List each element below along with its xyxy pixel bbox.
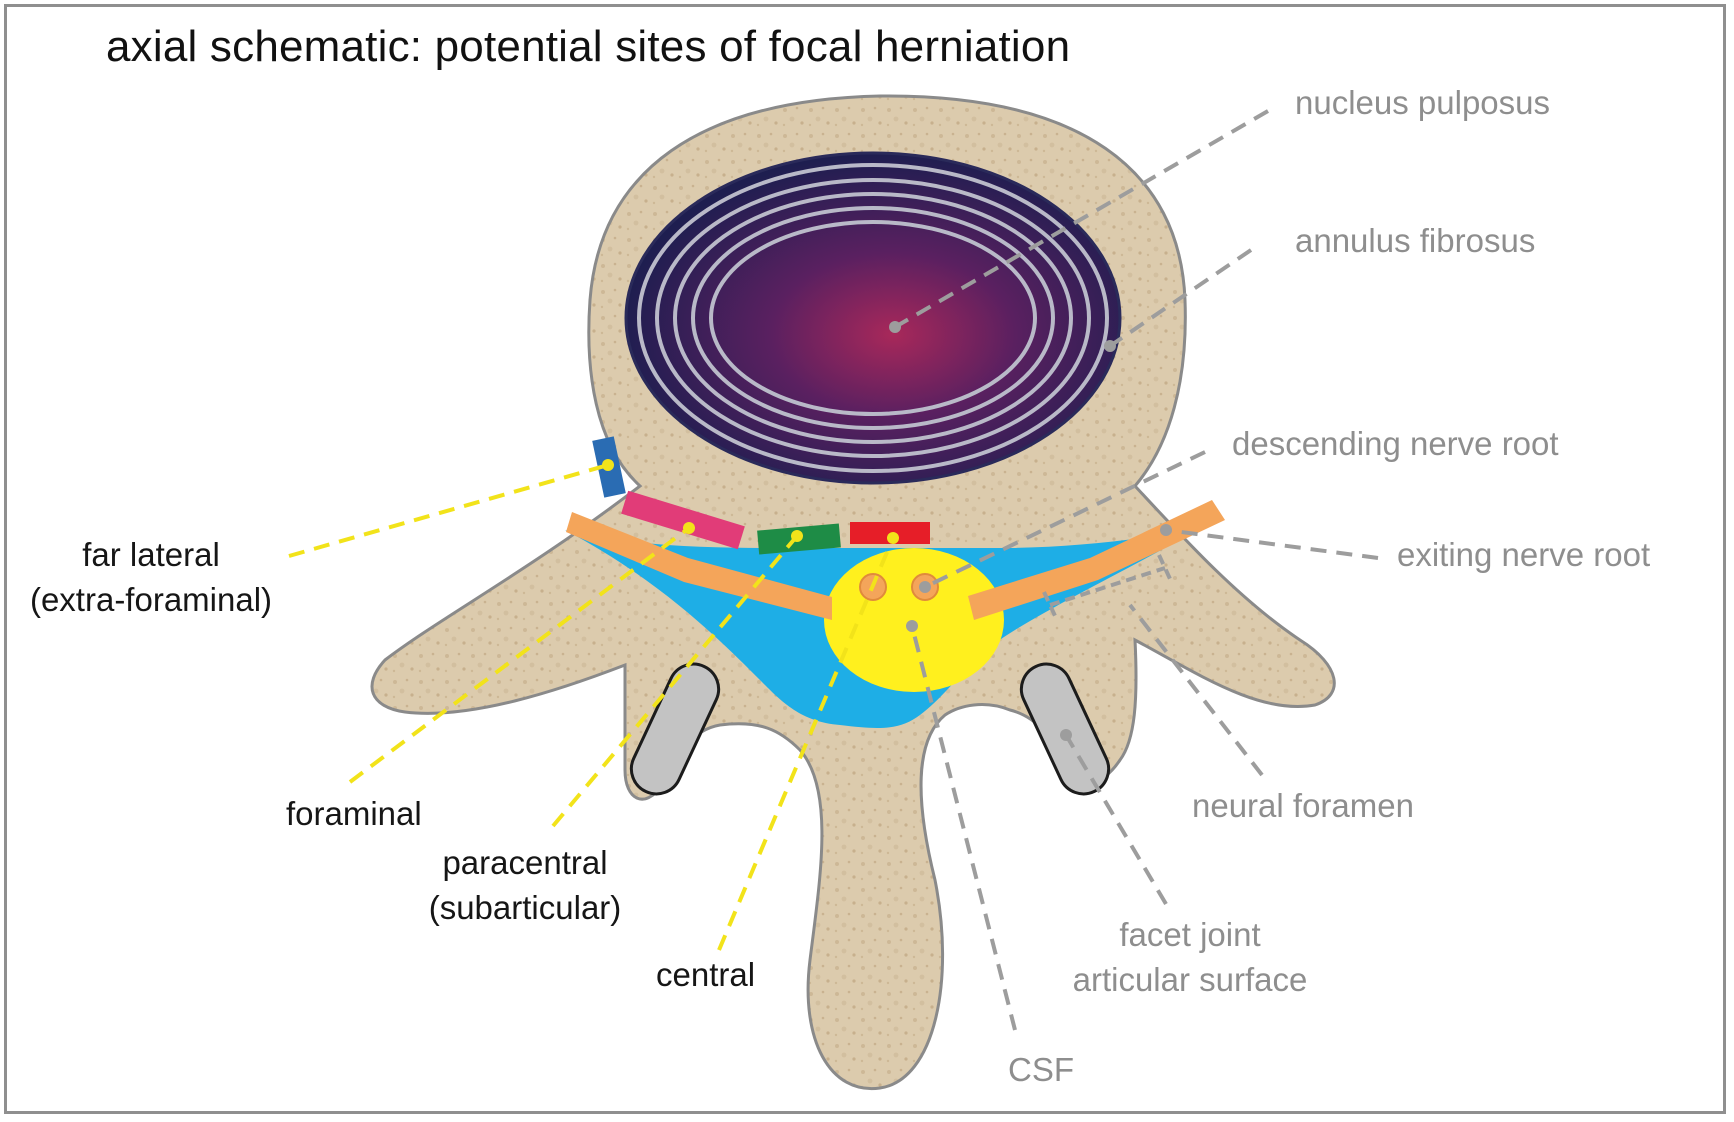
annulus-ring [637, 163, 1109, 473]
exiting-nerve-root-left [566, 512, 832, 620]
far-lateral-leader [288, 463, 609, 558]
far-lateral-leader-dot [602, 459, 614, 471]
facet-joint-label: facet joint articular surface [1050, 912, 1330, 1002]
foraminal-leader-dot [683, 522, 695, 534]
annulus-ring [709, 220, 1037, 416]
exiting-nerve-root-leader-dot [1160, 524, 1172, 536]
foraminal-leader [348, 526, 691, 784]
neural-foramen-label: neural foramen [1192, 787, 1414, 824]
csf-label: CSF [1008, 1051, 1074, 1088]
nucleus-pulposus-leader-dot [889, 321, 901, 333]
neural-foramen-bracket [1042, 554, 1173, 619]
foraminal-marker [621, 490, 745, 550]
annulus-fibrosus-leader [1108, 248, 1253, 348]
exiting-nerve-root-label: exiting nerve root [1397, 536, 1651, 573]
far-lateral-label-line2: (extra-foraminal) [29, 581, 273, 618]
nucleus-pulposus-leader [893, 109, 1270, 329]
annulus-fibrosus-leader-dot [1104, 340, 1116, 352]
facet-joint-right [1019, 662, 1111, 796]
facet-joint-leader [1064, 733, 1168, 906]
diagram-title: axial schematic: potential sites of foca… [106, 22, 1071, 71]
central-leader [717, 537, 895, 951]
facet-joint-left [629, 662, 721, 796]
facet-joint-label-line1: facet joint [1119, 916, 1261, 953]
facet-joint-leader-dot [1060, 729, 1072, 741]
disc-annulus [624, 151, 1122, 485]
paracentral-leader [551, 534, 799, 828]
central-leader-dot [887, 532, 899, 544]
far-lateral-label: far lateral (extra-foraminal) [16, 532, 286, 622]
foraminal-label: foraminal [286, 795, 422, 832]
neural-foramen-leader [1128, 603, 1264, 777]
descending-nerve-root-label: descending nerve root [1232, 425, 1559, 462]
descending-nerve-root-leader-dot [919, 581, 931, 593]
facet-joint-label-line2: articular surface [1072, 961, 1308, 998]
thecal-sac [824, 548, 1004, 692]
far-lateral-label-line1: far lateral [82, 536, 220, 573]
annulus-ring [655, 178, 1091, 458]
csf-leader [910, 625, 1017, 1031]
central-label: central [656, 956, 756, 993]
csf-leader-dot [906, 620, 918, 632]
paracentral-label-line2: (subarticular) [428, 889, 622, 926]
exiting-nerve-root-leader [1165, 528, 1379, 560]
paracentral-label-line1: paracentral [442, 844, 608, 881]
nucleus-pulposus-label: nucleus pulposus [1295, 84, 1551, 121]
paracentral-leader-dot [791, 530, 803, 542]
annulus-ring [691, 206, 1055, 430]
annulus-fibrosus-label: annulus fibrosus [1295, 222, 1536, 259]
annulus-ring [673, 192, 1073, 444]
paracentral-label: paracentral (subarticular) [400, 840, 650, 930]
